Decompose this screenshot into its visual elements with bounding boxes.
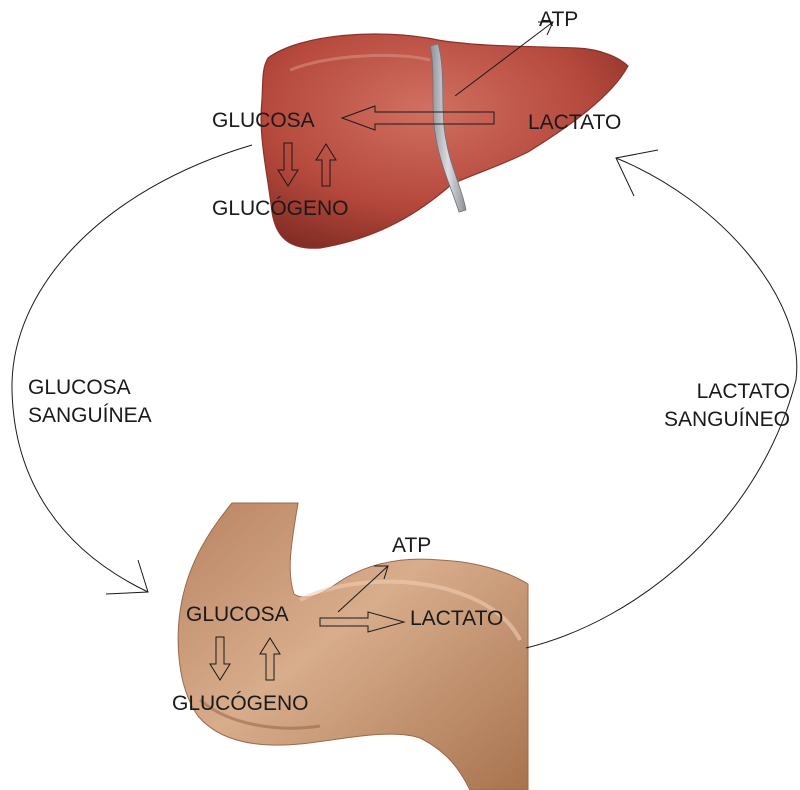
liver-glucose-label: GLUCOSA: [212, 110, 315, 131]
muscle-lactate-label: LACTATO: [410, 608, 503, 629]
liver-atp-label: ATP: [539, 9, 578, 30]
arrowhead-into-liver: [616, 150, 658, 196]
blood-lactate-line1: LACTATO: [630, 378, 790, 406]
blood-glucose-line1: GLUCOSA: [28, 374, 152, 402]
blood-lactate-line2: SANGUÍNEO: [630, 406, 790, 434]
muscle-atp-label: ATP: [392, 535, 431, 556]
liver-lactate-label: LACTATO: [528, 112, 621, 133]
blood-lactate-label: LACTATO SANGUÍNEO: [630, 378, 790, 435]
arm-shape: [178, 503, 528, 790]
arm-illustration: [178, 503, 528, 790]
liver-glycogen-label: GLUCÓGENO: [212, 198, 349, 219]
muscle-glycogen-label: GLUCÓGENO: [172, 693, 309, 714]
blood-glucose-line2: SANGUÍNEA: [28, 402, 152, 430]
blood-glucose-label: GLUCOSA SANGUÍNEA: [28, 374, 152, 431]
muscle-glucose-label: GLUCOSA: [186, 604, 289, 625]
